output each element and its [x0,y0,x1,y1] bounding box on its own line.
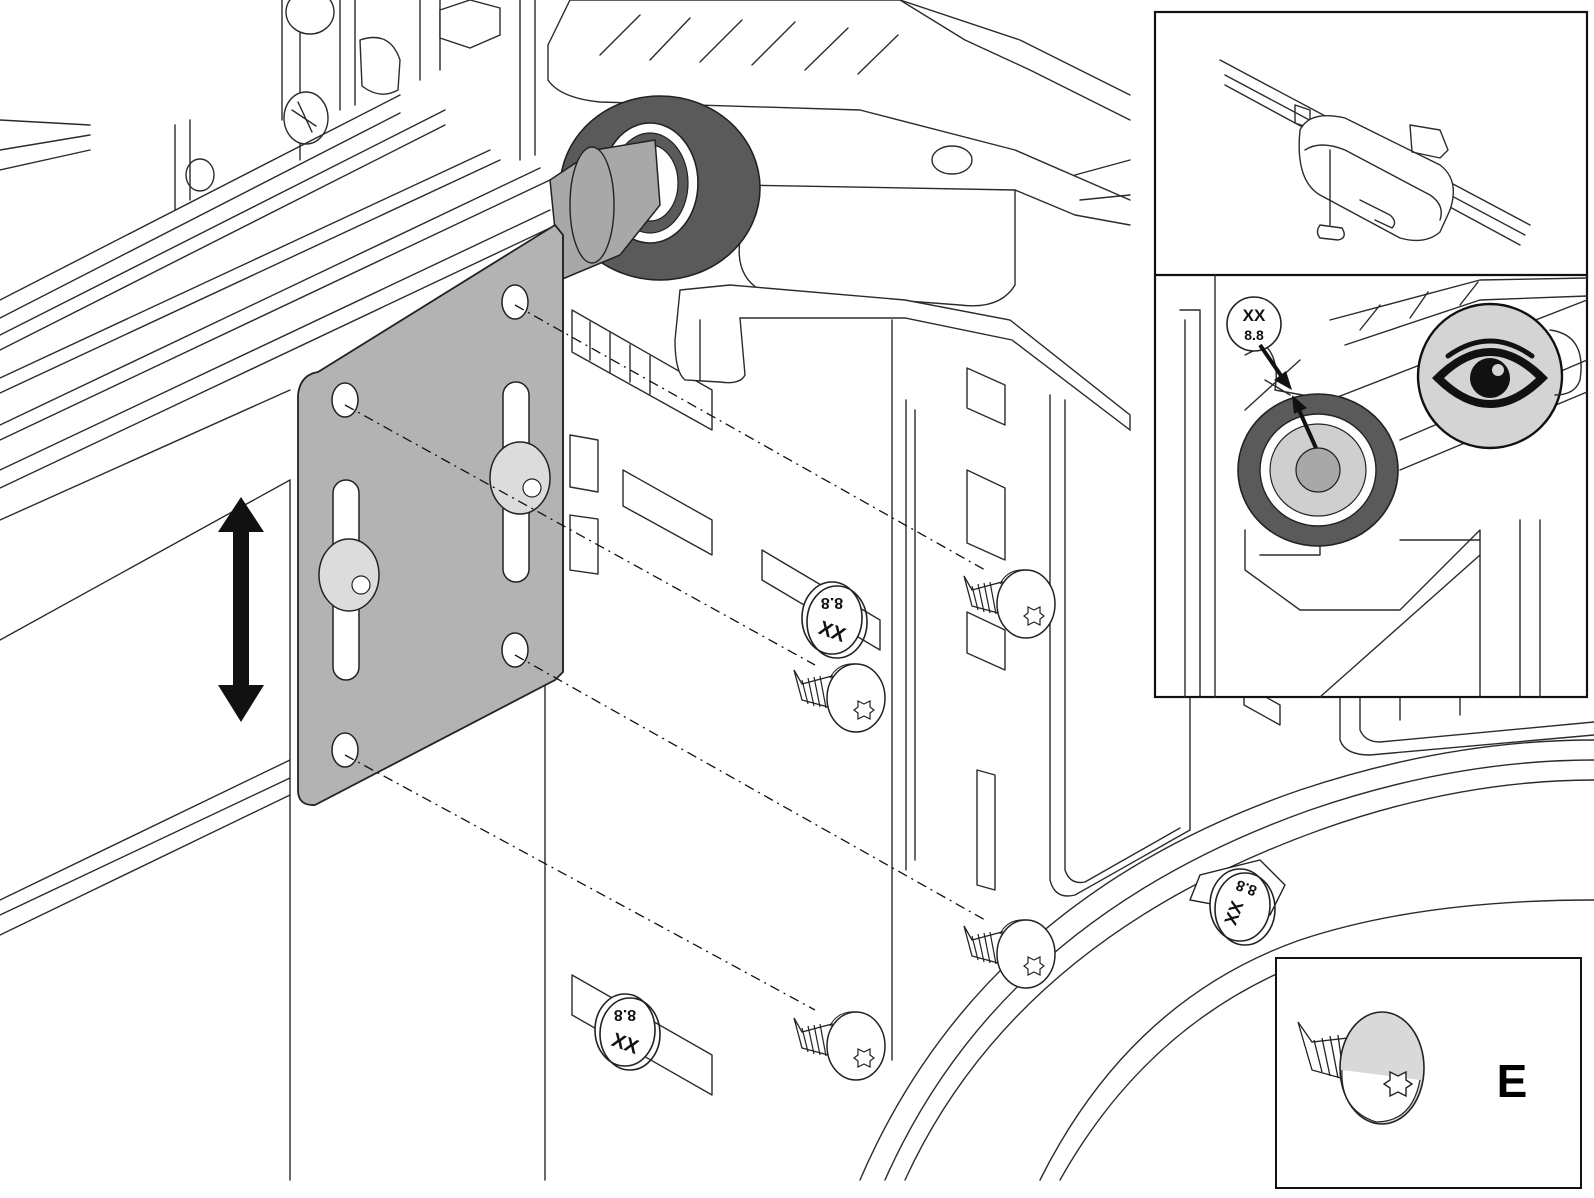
detail-inset: XX 8.8 [1153,10,1589,699]
inset-bolt-marking: XX 8.8 [1226,296,1282,352]
inset-overview [1219,59,1531,246]
slot-bolt-lower [318,538,380,612]
roller-shaft [549,139,661,282]
alignment-arrows [1258,343,1318,449]
screw-bottom-right [963,919,1056,989]
screw-mid-left [793,663,886,733]
slot-bolt-upper [489,441,551,515]
double-arrow-up-down-icon [218,497,264,722]
mounting-bracket [297,223,564,806]
assembly-guide-lines [344,304,986,1011]
eye-icon [1416,302,1564,450]
svg-text:8.8: 8.8 [614,1006,636,1023]
svg-text:8.8: 8.8 [1244,327,1264,343]
top-bolt-1 [285,0,335,35]
svg-text:XX: XX [1243,306,1266,325]
part-label: E [1497,1055,1528,1107]
self-drilling-screw-icon [1297,1011,1425,1125]
svg-text:8.8: 8.8 [1234,876,1259,899]
screw-bottom-left [793,1011,886,1081]
inset-closeup: XX 8.8 [1179,274,1588,698]
bolt-marking-badge-3: 8.8 XX [1189,859,1286,946]
bolt-marking-badge-1: 8.8 XX [801,581,868,659]
screw-top-right [963,569,1056,639]
part-legend: E [1275,957,1582,1189]
svg-text:8.8: 8.8 [821,594,843,611]
bolt-marking-badge-2: 8.8 XX [594,993,661,1071]
